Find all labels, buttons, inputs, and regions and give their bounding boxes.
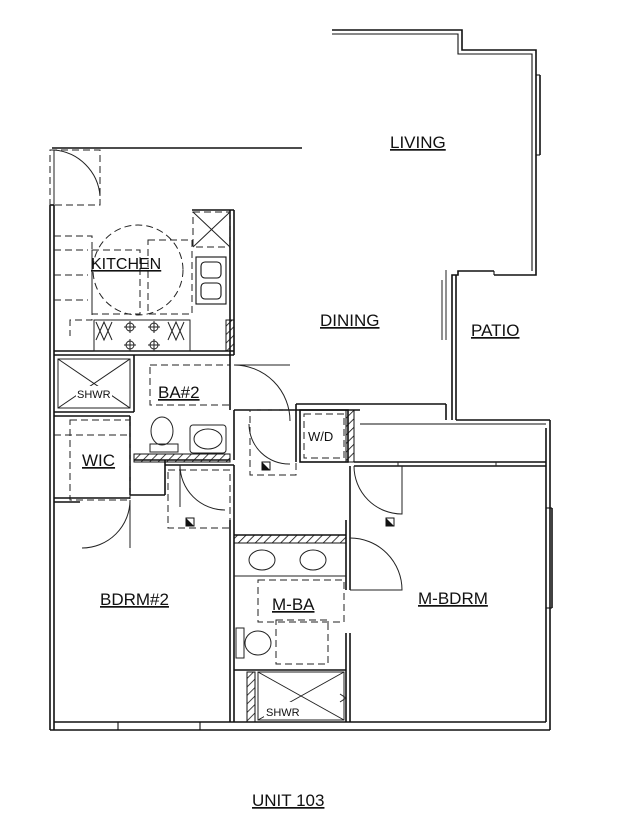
label-wd: W/D [308, 429, 333, 444]
entry-door [49, 149, 101, 206]
label-wic: WIC [82, 451, 115, 470]
label-bdrm-2: BDRM#2 [100, 590, 169, 609]
walk-in-closet [54, 415, 166, 549]
label-dining: DINING [320, 311, 380, 330]
hall-laundry [248, 403, 546, 476]
label-master-bath: M-BA [272, 595, 315, 614]
label-shower-2: SHWR [266, 707, 300, 719]
bath-2 [133, 355, 296, 463]
mbdrm-door [349, 465, 403, 527]
label-patio: PATIO [471, 321, 520, 340]
label-shower-1: SHWR [77, 389, 111, 401]
bdrm2-door [165, 464, 235, 722]
label-bath-2: BA#2 [158, 383, 200, 402]
exterior-walls [49, 29, 553, 731]
master-bath [233, 520, 403, 723]
kitchen-area [54, 209, 235, 356]
label-living: LIVING [390, 133, 446, 152]
label-master-bedroom: M-BDRM [418, 589, 488, 608]
label-kitchen: KITCHEN [91, 256, 161, 273]
shower-1 [54, 355, 135, 413]
stove-burners [124, 321, 160, 351]
unit-title: UNIT 103 [252, 791, 324, 810]
